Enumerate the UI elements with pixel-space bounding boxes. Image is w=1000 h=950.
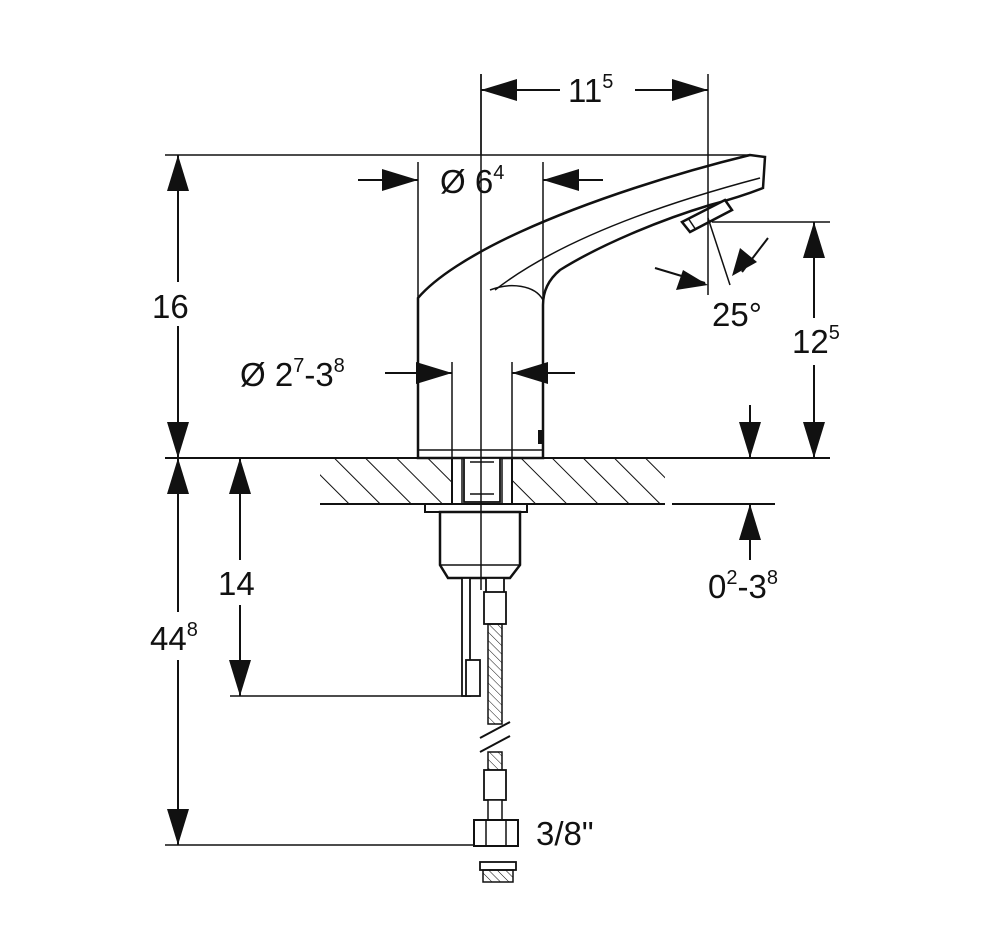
dim-spout-diameter: Ø 64 — [358, 162, 603, 300]
outlet-height-label: 125 — [792, 322, 840, 360]
dim-spout-reach: 115 — [480, 71, 709, 295]
dim-deck-thickness: 02-38 — [708, 405, 778, 605]
supply-hose — [461, 577, 519, 883]
deck-thickness-label: 02-38 — [708, 567, 778, 605]
dim-spout-angle: 25° — [654, 217, 769, 333]
dim-total-height: 16 — [150, 154, 752, 458]
dim-shank-length: 14 — [218, 458, 466, 697]
dim-outlet-height: 125 — [712, 221, 840, 458]
shank-length-label: 14 — [218, 565, 255, 602]
connection-size-label: 3/8" — [536, 815, 594, 852]
hole-diameter-label: Ø 27-38 — [240, 355, 345, 393]
dim-hose-length: 448 — [150, 458, 474, 846]
dim-hole-diameter: Ø 27-38 — [240, 355, 575, 458]
total-height-label: 16 — [152, 288, 189, 325]
spout-diameter-label: Ø 64 — [440, 162, 504, 200]
mounting-assembly — [424, 457, 528, 580]
spout-reach-label: 115 — [568, 71, 613, 109]
spout-angle-label: 25° — [712, 296, 762, 333]
hose-length-label: 448 — [150, 619, 198, 657]
